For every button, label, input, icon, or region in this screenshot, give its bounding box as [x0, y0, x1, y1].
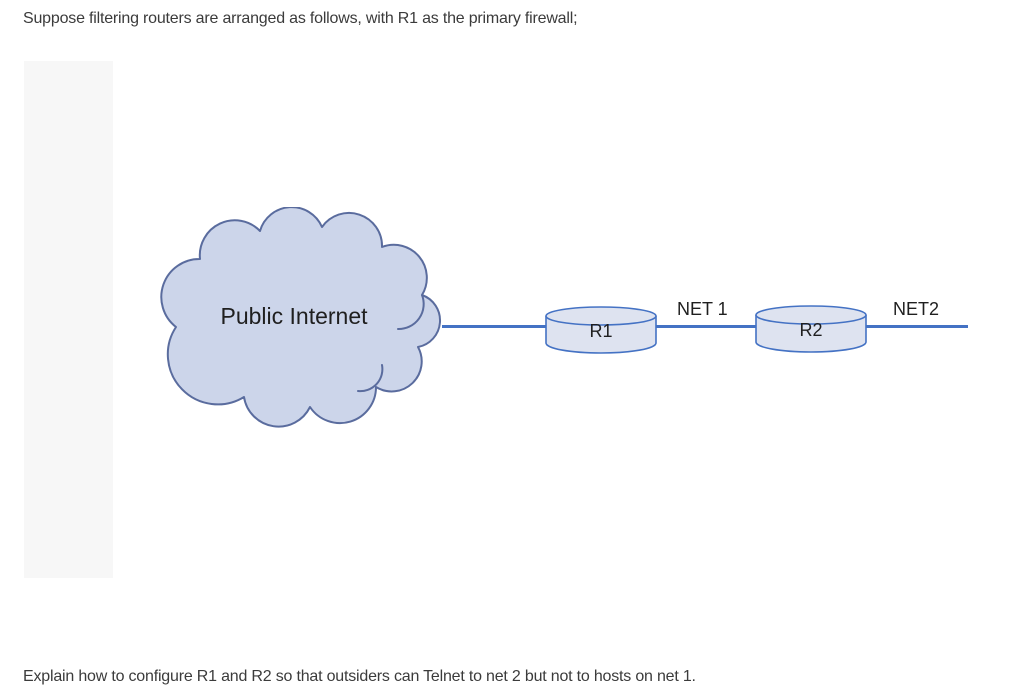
net1-label: NET 1 — [677, 299, 728, 319]
router-cylinder-icon — [755, 305, 867, 353]
question-footer: Explain how to configure R1 and R2 so th… — [23, 668, 696, 685]
router-r2: R2 — [755, 305, 867, 353]
cloud-label: Public Internet — [220, 303, 368, 329]
network-link-line — [442, 325, 968, 328]
left-panel — [24, 61, 113, 578]
router-cylinder-icon — [545, 306, 657, 354]
net2-label: NET2 — [893, 299, 940, 319]
router-r1: R1 — [545, 306, 657, 354]
question-prompt: Suppose filtering routers are arranged a… — [23, 10, 578, 27]
router-r1-label: R1 — [589, 321, 613, 341]
router-r2-label: R2 — [799, 320, 823, 340]
public-internet-cloud-icon — [160, 207, 442, 428]
